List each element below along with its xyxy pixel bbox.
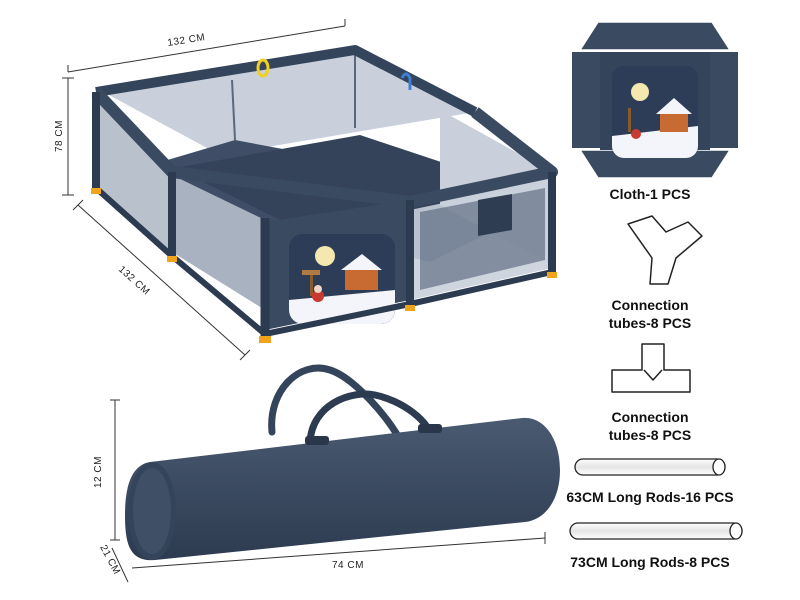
pen-door (478, 194, 512, 236)
y-connector-caption-line2: tubes-8 PCS (608, 315, 692, 331)
yellow-ring-icon (256, 58, 270, 78)
carry-bag (125, 364, 560, 561)
t-connector-caption-line2: tubes-8 PCS (608, 427, 692, 443)
t-connector-icon (611, 343, 691, 393)
rod-63cm-caption: 63CM Long Rods-16 PCS (566, 489, 734, 505)
pen-length-side-label: 132 CM (116, 264, 152, 298)
bag-height-label: 12 CM (93, 456, 104, 488)
playpen (91, 45, 558, 343)
blue-ring-icon (400, 72, 412, 90)
bag-handle-front (306, 390, 436, 446)
cloth-panel-illustration (612, 66, 698, 158)
bag-dimension-lines (110, 399, 546, 583)
y-connector-icon (627, 215, 703, 285)
top-rail-back (95, 45, 478, 117)
cloth-diagram (572, 21, 738, 179)
bag-handle-back (268, 364, 404, 444)
rod-73cm-icon (569, 522, 743, 540)
y-connector-caption-line1: Connection (611, 297, 689, 313)
bag-depth-label: 21 CM (97, 543, 122, 576)
cloth-caption: Cloth-1 PCS (609, 186, 691, 202)
left-mesh-wall (96, 95, 172, 252)
t-connector-caption-line1: Connection (611, 409, 689, 425)
bag-body (125, 417, 560, 561)
pen-height-label: 78 CM (54, 120, 65, 152)
t-connector-caption: Connection tubes-8 PCS (580, 408, 720, 444)
pen-dimension-lines (62, 19, 346, 361)
bag-length-label: 74 CM (332, 560, 364, 571)
y-connector-caption: Connection tubes-8 PCS (580, 296, 720, 332)
pen-length-top-label: 132 CM (167, 32, 206, 49)
rod-73cm-caption: 73CM Long Rods-8 PCS (570, 554, 730, 570)
rod-63cm-icon (574, 458, 726, 476)
